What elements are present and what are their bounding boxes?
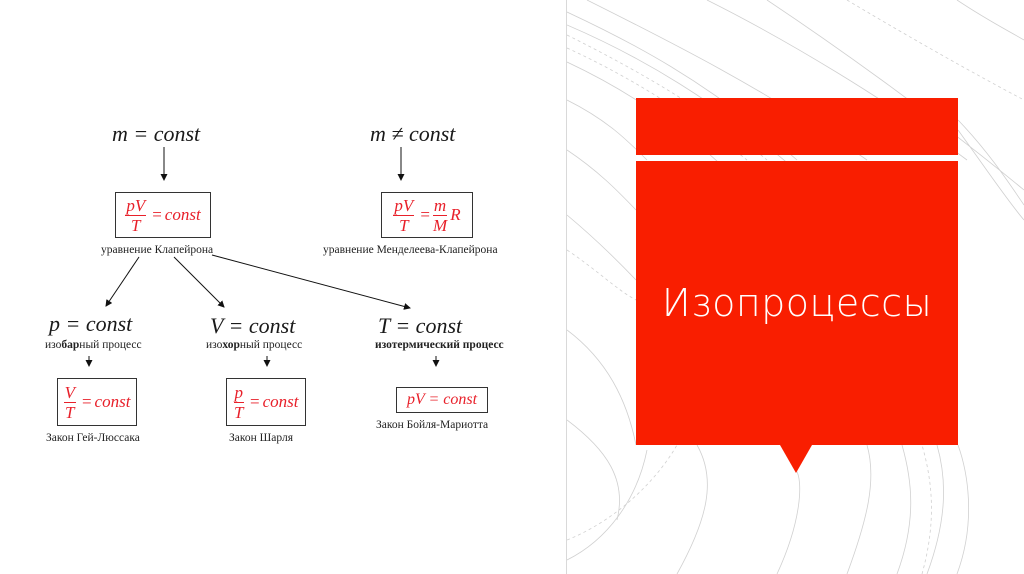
- fraction: pV T: [125, 195, 147, 235]
- condition-volume-constant: V = const: [210, 313, 296, 338]
- title-panel: Изопроцессы: [636, 161, 958, 445]
- isochoric-process-label: изохорный процесс: [206, 339, 303, 351]
- mendeleev-clapeyron-formula-box: pV T = m M R: [381, 192, 473, 238]
- condition-temperature-constant: T = const: [378, 313, 463, 338]
- boyle-mariotte-formula-box: pV = const: [396, 387, 488, 413]
- mendeleev-clapeyron-caption: уравнение Менделеева-Клапейрона: [323, 244, 498, 256]
- gay-lussac-formula-box: V T = const: [57, 378, 137, 426]
- charles-formula-box: p T = const: [226, 378, 306, 426]
- gay-lussac-law-caption: Закон Гей-Люссака: [46, 432, 140, 444]
- boyle-mariotte-law-caption: Закон Бойля-Мариотта: [376, 419, 489, 431]
- charles-law-caption: Закон Шарля: [229, 432, 293, 444]
- condition-mass-constant: m = const: [112, 121, 201, 146]
- diagram-arrows: [85, 147, 440, 367]
- condition-pressure-constant: p = const: [49, 311, 133, 336]
- condition-mass-not-constant: m ≠ const: [370, 121, 456, 146]
- title-accent-bar: [636, 98, 958, 155]
- isobaric-process-label: изобарный процесс: [45, 339, 142, 351]
- clapeyron-caption: уравнение Клапейрона: [101, 244, 214, 256]
- title-panel-pointer: [780, 445, 812, 473]
- clapeyron-formula-box: pV T = const: [115, 192, 211, 238]
- vertical-divider: [566, 0, 567, 574]
- decorative-contour-lines: [567, 0, 1024, 574]
- isothermal-process-label: изотермический процесс: [375, 339, 504, 351]
- slide-title: Изопроцессы: [661, 281, 933, 325]
